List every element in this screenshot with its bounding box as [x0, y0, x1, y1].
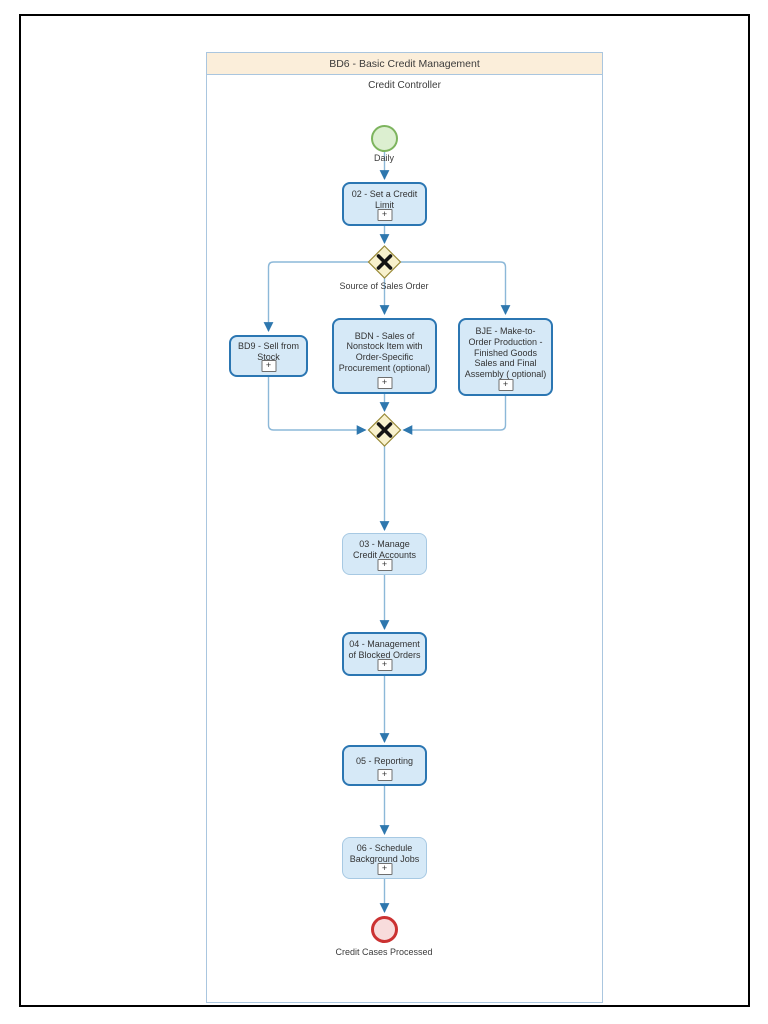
subprocess-bdn-sales-of-nonstock-item[interactable]: BDN - Sales of Nonstock Item with Order-…: [332, 318, 437, 394]
subprocess-02-set-a-credit-limit[interactable]: 02 - Set a Credit Limit +: [342, 182, 427, 226]
subprocess-plus-icon[interactable]: +: [377, 769, 392, 781]
task-label: 04 - Management of Blocked Orders: [348, 639, 421, 660]
task-label: 06 - Schedule Background Jobs: [349, 843, 420, 864]
subprocess-plus-icon[interactable]: +: [377, 659, 392, 671]
task-label: BDN - Sales of Nonstock Item with Order-…: [338, 330, 431, 373]
task-label: 02 - Set a Credit Limit: [351, 189, 418, 210]
subprocess-03-manage-credit-accounts[interactable]: 03 - Manage Credit Accounts +: [342, 533, 427, 575]
subprocess-plus-icon[interactable]: +: [261, 360, 276, 372]
start-event-daily[interactable]: [371, 125, 398, 152]
pool-title: BD6 - Basic Credit Management: [207, 53, 602, 75]
subprocess-06-schedule-background-jobs[interactable]: 06 - Schedule Background Jobs +: [342, 837, 427, 879]
subprocess-05-reporting[interactable]: 05 - Reporting +: [342, 745, 427, 786]
subprocess-plus-icon[interactable]: +: [377, 209, 392, 221]
subprocess-plus-icon[interactable]: +: [498, 379, 513, 391]
subprocess-plus-icon[interactable]: +: [377, 863, 392, 875]
subprocess-plus-icon[interactable]: +: [377, 559, 392, 571]
subprocess-04-management-of-blocked-orders[interactable]: 04 - Management of Blocked Orders +: [342, 632, 427, 676]
subprocess-bd9-sell-from-stock[interactable]: BD9 - Sell from Stock +: [229, 335, 308, 377]
task-label: 05 - Reporting: [355, 756, 414, 767]
subprocess-bje-make-to-order-production[interactable]: BJE - Make-to-Order Production - Finishe…: [458, 318, 553, 396]
task-label: 03 - Manage Credit Accounts: [352, 539, 417, 560]
end-event-credit-cases-processed[interactable]: [371, 916, 398, 943]
subprocess-plus-icon[interactable]: +: [377, 377, 392, 389]
task-label: BD9 - Sell from Stock: [237, 341, 299, 362]
task-label: BJE - Make-to-Order Production - Finishe…: [464, 326, 547, 379]
lane-label-credit-controller: Credit Controller: [368, 80, 441, 91]
